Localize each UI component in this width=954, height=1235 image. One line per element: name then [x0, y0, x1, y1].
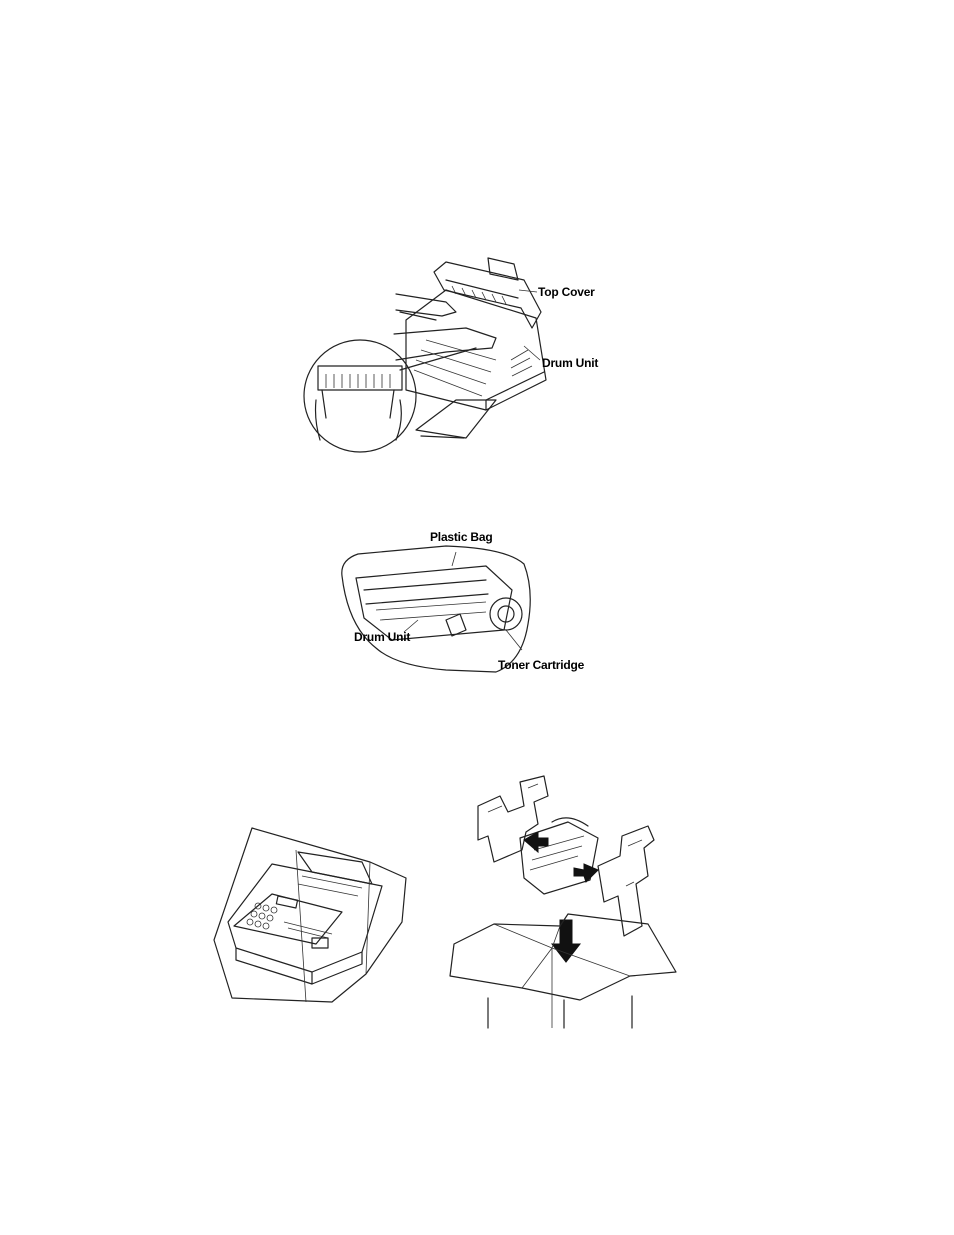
figure-pack-in-carton: [448, 776, 676, 1028]
toner-cartridge-label: Toner Cartridge: [498, 658, 584, 672]
top-cover-label: Top Cover: [538, 285, 595, 299]
drum-unit-label-2: Drum Unit: [354, 630, 410, 644]
carton-packing-illustration: [448, 776, 676, 1028]
drum-unit-label: Drum Unit: [542, 356, 598, 370]
figure-remove-drum-unit: Top Cover Drum Unit: [296, 250, 626, 450]
fax-machine-open-illustration: [296, 250, 626, 450]
figure-drum-unit-plastic-bag: Plastic Bag Drum Unit Toner Cartridge: [336, 530, 606, 680]
fax-machine-bagged-illustration: [212, 822, 408, 1007]
plastic-bag-label: Plastic Bag: [430, 530, 493, 544]
figure-fax-in-plastic-bag: [212, 822, 408, 1007]
